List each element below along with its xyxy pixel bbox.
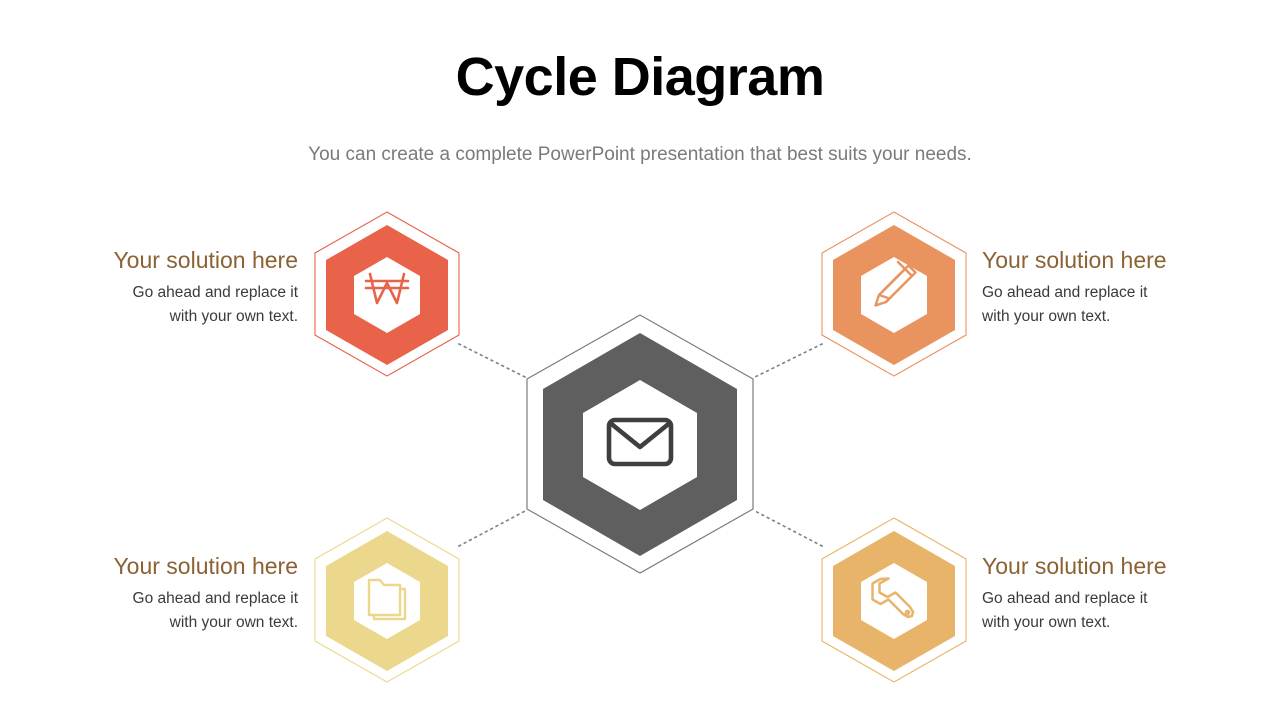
node-bottom-left[interactable] [314, 517, 460, 683]
label-bottom-right-heading: Your solution here [982, 553, 1167, 579]
bottom-right-hexagon-ring [833, 531, 955, 671]
label-top-left-body: Go ahead and replace it with your own te… [62, 281, 298, 329]
label-bottom-left: Your solution here Go ahead and replace … [62, 552, 298, 635]
bottom-right-outer-outline [821, 517, 967, 683]
label-top-left-body-line1: Go ahead and replace it [132, 283, 298, 301]
center-outer-outline [526, 314, 754, 574]
top-left-hexagon-ring [326, 225, 448, 365]
page-subtitle: You can create a complete PowerPoint pre… [308, 144, 972, 165]
node-top-left[interactable] [314, 211, 460, 377]
connector-top-right-to-center [751, 342, 824, 380]
page-title: Cycle Diagram [455, 47, 825, 107]
node-center[interactable] [526, 314, 754, 574]
center-hexagon-ring [543, 333, 737, 556]
label-bottom-right-body-line1: Go ahead and replace it [982, 589, 1148, 607]
label-top-right-body-line2: with your own text. [982, 307, 1111, 325]
connector-group [457, 342, 824, 548]
node-top-right[interactable] [821, 211, 967, 377]
mail-envelope-icon [606, 417, 674, 467]
label-bottom-left-body: Go ahead and replace it with your own te… [62, 587, 298, 635]
node-bottom-right[interactable] [821, 517, 967, 683]
label-top-right: Your solution here Go ahead and replace … [982, 246, 1218, 329]
label-top-right-body: Go ahead and replace it with your own te… [982, 281, 1218, 329]
top-right-outer-outline [821, 211, 967, 377]
label-top-left: Your solution here Go ahead and replace … [62, 246, 298, 329]
label-top-left-body-line2: with your own text. [169, 307, 298, 325]
connector-bottom-right-to-center [751, 508, 824, 548]
bottom-left-outer-outline [314, 517, 460, 683]
label-bottom-right-body-line2: with your own text. [982, 613, 1111, 631]
bottom-left-hexagon-ring [326, 531, 448, 671]
top-right-hexagon-ring [833, 225, 955, 365]
label-top-right-body-line1: Go ahead and replace it [982, 283, 1148, 301]
label-top-right-heading: Your solution here [982, 247, 1167, 273]
label-bottom-right: Your solution here Go ahead and replace … [982, 552, 1218, 635]
connector-bottom-left-to-center [457, 508, 529, 548]
label-bottom-right-body: Go ahead and replace it with your own te… [982, 587, 1218, 635]
wrench-icon [871, 577, 915, 619]
top-left-outer-outline [314, 211, 460, 377]
connector-top-left-to-center [457, 342, 529, 380]
label-bottom-left-heading: Your solution here [113, 553, 298, 579]
label-top-left-heading: Your solution here [113, 247, 298, 273]
pencil-icon [874, 260, 917, 307]
label-bottom-left-body-line2: with your own text. [169, 613, 298, 631]
label-bottom-left-body-line1: Go ahead and replace it [132, 589, 298, 607]
folder-icon [367, 578, 407, 621]
won-currency-icon [364, 272, 410, 305]
